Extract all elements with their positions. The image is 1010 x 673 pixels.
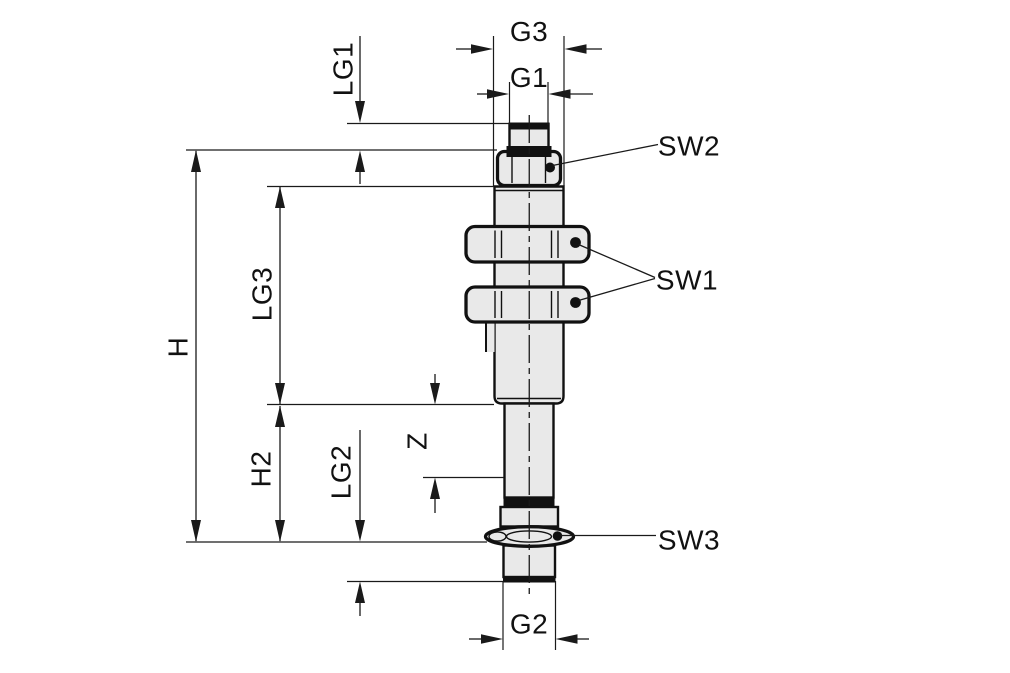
leader-lines (552, 143, 659, 537)
arrowhead-down (275, 520, 285, 542)
label-lg3: LG3 (247, 267, 278, 321)
arrowhead-up (355, 581, 365, 603)
dimension-lg1 (355, 36, 365, 184)
dimension-g2 (469, 634, 589, 644)
label-sw2: SW2 (658, 131, 720, 162)
leader-sw1-lower (578, 277, 656, 302)
dimension-g3 (456, 44, 602, 54)
hex-flange-sw3-left-facet (488, 531, 507, 542)
label-g1: G1 (510, 62, 548, 93)
arrowhead-right (481, 634, 503, 644)
arrowhead-down (191, 520, 201, 542)
leader-sw2 (552, 143, 659, 167)
arrowhead-up (355, 150, 365, 172)
arrowhead-up (191, 150, 201, 172)
dimension-h2 (275, 405, 285, 542)
dimension-labels: G3 G1 LG1 SW2 SW1 H LG3 H2 LG2 Z SW3 G2 (163, 16, 720, 640)
sw3-marker-dot (552, 531, 563, 541)
label-h2: H2 (246, 451, 277, 488)
extension-lines (186, 36, 565, 650)
arrowhead-left (548, 89, 571, 99)
arrowhead-down (355, 101, 365, 123)
fitting-part (464, 115, 591, 597)
body-step-fill (486, 322, 495, 352)
arrowhead-down (430, 383, 440, 405)
arrowhead-down (355, 520, 365, 542)
dimension-z (430, 374, 440, 513)
label-g2: G2 (510, 609, 548, 640)
dimension-h (191, 150, 201, 542)
arrowhead-up (430, 477, 440, 499)
arrowhead-up (275, 186, 285, 208)
label-h: H (163, 337, 194, 358)
label-z: Z (402, 432, 433, 450)
arrowhead-down (275, 383, 285, 405)
dimension-lg3 (275, 186, 285, 405)
arrowhead-right (487, 89, 509, 99)
arrowhead-up (275, 405, 285, 427)
hex-nut-sw1-lower-facets (494, 291, 559, 318)
sw2-marker-dot (545, 162, 555, 173)
arrowhead-right (471, 44, 493, 54)
sw1-lower-marker-dot (570, 297, 581, 308)
label-sw3: SW3 (658, 525, 720, 556)
leader-sw1-upper (578, 243, 656, 279)
dimension-lg2 (355, 430, 365, 616)
dimension-g1 (477, 89, 593, 99)
arrowhead-left (564, 44, 587, 54)
label-g3: G3 (510, 16, 548, 47)
label-lg2: LG2 (326, 445, 357, 499)
label-lg1: LG1 (328, 42, 359, 96)
label-sw1: SW1 (656, 265, 718, 296)
arrowhead-left (555, 634, 578, 644)
sw1-upper-marker-dot (570, 237, 581, 248)
hex-nut-sw1-upper-facets (494, 230, 559, 258)
